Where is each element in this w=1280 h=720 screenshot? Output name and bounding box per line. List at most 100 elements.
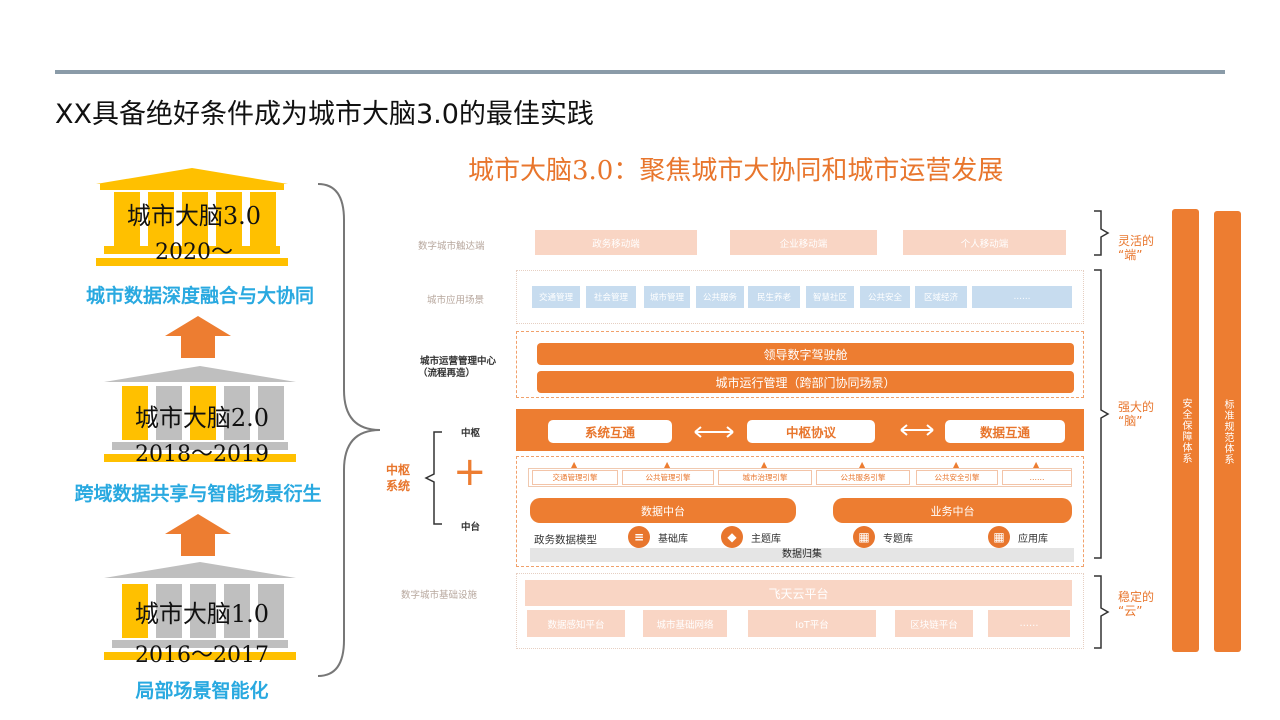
engine-item: 城市治理引擎 [718, 470, 812, 485]
stage-1-caption: 局部场景智能化 [135, 680, 269, 702]
double-arrow-icon [694, 426, 734, 438]
bracket-brain [1094, 269, 1110, 559]
bracket-line: 强大的 [1118, 400, 1155, 414]
engine-arrow-icon: ▲ [1033, 460, 1040, 469]
temple-column [224, 386, 250, 440]
infra-frame [516, 573, 1084, 649]
business-platform-bar: 业务中台 [833, 498, 1072, 523]
hub-pill-system: 系统互通 [548, 420, 672, 443]
temple-base [104, 454, 296, 462]
hub-top-label: 中枢 [461, 428, 481, 439]
up-arrow-icon [165, 514, 231, 556]
stage-3-years: 2020～ [155, 240, 233, 265]
ops-center-frame [516, 331, 1084, 398]
plus-sign: + [453, 449, 487, 495]
infra-item: …… [988, 610, 1070, 637]
temple-column [258, 386, 284, 440]
hub-bottom-label: 中台 [461, 522, 481, 533]
database-app: ▦ 应用库 [988, 526, 1048, 548]
temple-base [104, 652, 296, 660]
grid-icon: ▦ [988, 526, 1010, 548]
engine-arrow-icon: ▲ [859, 460, 866, 469]
scene-item: 公共安全 [860, 286, 910, 308]
temple-base [112, 640, 288, 648]
ops-center-sublabel: （流程再造） [418, 368, 476, 379]
database-label: 基础库 [658, 533, 688, 545]
infra-item: 城市基础网络 [643, 610, 727, 637]
engine-item: 交通管理引擎 [532, 470, 618, 485]
scene-item: 交通管理 [532, 286, 580, 308]
page-title: XX具备绝好条件成为城市大脑3.0的最佳实践 [55, 99, 594, 130]
bracket-cloud-label: 稳定的“云” [1118, 590, 1154, 618]
scene-item: 城市管理 [644, 286, 690, 308]
database-label: 专题库 [883, 533, 913, 545]
database-icon: ≡ [628, 526, 650, 548]
temple-base [96, 258, 288, 266]
hub-pill-protocol: 中枢协议 [747, 420, 875, 443]
database-topic: ▦专题库 [853, 526, 913, 548]
temple-roof [104, 562, 296, 578]
header-divider [55, 70, 1225, 74]
database-label: 主题库 [751, 533, 781, 545]
stage-2-caption: 跨域数据共享与智能场景衍生 [74, 483, 322, 505]
bracket-line: 灵活的 [1118, 234, 1155, 248]
scene-item: 社会管理 [586, 286, 636, 308]
hub-brace [424, 431, 442, 525]
database-basic: ≡ 基础库 [628, 526, 688, 548]
scene-item: 民生养老 [748, 286, 800, 308]
midplatform-frame [516, 456, 1084, 567]
double-arrow-icon [900, 424, 934, 436]
infra-item: 区块链平台 [895, 610, 973, 637]
touch-item: 政务移动端 [535, 230, 697, 255]
cube-icon: ◆ [721, 526, 743, 548]
bracket-line: 稳定的 [1118, 590, 1155, 604]
database-label: 应用库 [1018, 533, 1048, 545]
hub-group-label: 中枢系统 [386, 462, 416, 494]
temple-2-0 [104, 366, 304, 466]
stage-1-label: 城市大脑1.0 [134, 600, 270, 628]
temple-column [156, 584, 182, 638]
temple-column [114, 192, 140, 246]
temple-column [190, 386, 216, 440]
touch-item: 个人移动端 [903, 230, 1066, 255]
temple-column [122, 386, 148, 440]
ops-bar-cockpit: 领导数字驾驶舱 [537, 343, 1074, 365]
infra-layer-label: 数字城市基础设施 [401, 590, 478, 601]
temple-column [122, 584, 148, 638]
scenes-layer-label: 城市应用场景 [427, 295, 485, 306]
bracket-cloud [1094, 575, 1110, 649]
temple-column [148, 192, 174, 246]
security-system-bar: 安全保障体系 [1172, 209, 1199, 652]
bracket-line: “脑” [1118, 414, 1143, 428]
grouping-brace [317, 183, 381, 677]
touch-layer-label: 数字城市触达端 [418, 241, 485, 252]
scene-item: 智慧社区 [806, 286, 854, 308]
scene-item: …… [972, 286, 1072, 308]
temple-1-0 [104, 562, 304, 662]
scenes-frame [516, 270, 1084, 324]
bracket-line: “端” [1118, 248, 1143, 262]
scene-item: 区域经济 [915, 286, 967, 308]
temple-roof [104, 366, 296, 382]
hub-group-text: 中枢系统 [386, 463, 411, 493]
up-arrow-icon [165, 316, 231, 358]
data-collection-bar: 数据归集 [530, 548, 1074, 562]
engine-item: 公共管理引擎 [622, 470, 714, 485]
scene-item: 公共服务 [696, 286, 744, 308]
temple-base [104, 246, 280, 254]
temple-column [250, 192, 276, 246]
engine-item: 公共服务引擎 [816, 470, 910, 485]
temple-column [182, 192, 208, 246]
stage-2-label: 城市大脑2.0 [134, 404, 270, 432]
bracket-line: “云” [1118, 604, 1143, 618]
engine-item: 公共安全引擎 [916, 470, 998, 485]
temple-column [156, 386, 182, 440]
stage-3-caption: 城市数据深度融合与大协同 [85, 285, 314, 307]
hub-pill-data: 数据互通 [945, 420, 1065, 443]
ops-center-label: 城市运营管理中心 [420, 356, 497, 367]
bracket-brain-label: 强大的“脑” [1118, 400, 1154, 428]
engine-arrow-icon: ▲ [571, 460, 578, 469]
database-theme: ◆ 主题库 [721, 526, 781, 548]
touch-item: 企业移动端 [730, 230, 877, 255]
engine-arrow-icon: ▲ [953, 460, 960, 469]
